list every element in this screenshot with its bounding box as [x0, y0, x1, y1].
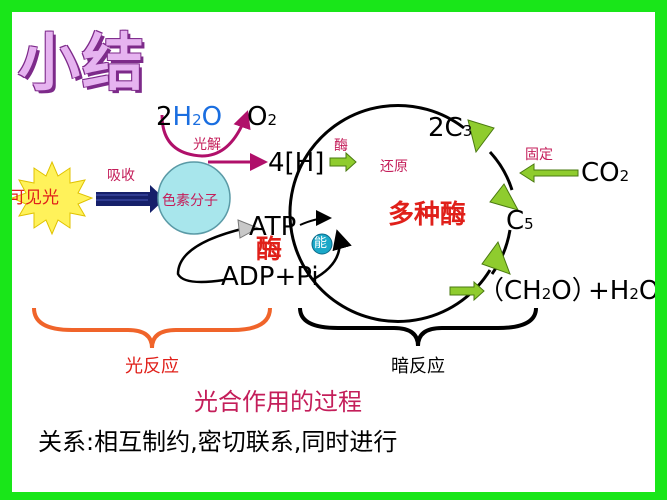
- many-enzymes-label: 多种酶: [388, 200, 467, 230]
- oxygen-label: O2: [247, 104, 277, 130]
- ch2o-open: （CH: [478, 276, 542, 306]
- ch2o-output-arrow: [449, 280, 485, 302]
- c3-main: 2C: [428, 113, 463, 143]
- absorb-label: 吸收: [107, 168, 135, 184]
- slide-panel: 小结 2H2O O2 光解 4[H] 吸收 可见光 色素分子 ATP 酶 ADP…: [12, 12, 655, 492]
- c3-subscript: 3: [462, 122, 473, 140]
- hydrogen-label: 4[H]: [268, 148, 325, 178]
- ch2o-close: O）: [551, 276, 598, 306]
- energy-badge: 能: [314, 236, 328, 251]
- process-title: 光合作用的过程: [194, 388, 362, 416]
- relation-text: 关系:相互制约,密切联系,同时进行: [38, 428, 398, 456]
- calvin-lower-arc: [490, 229, 512, 275]
- c5-label: C5: [506, 208, 534, 234]
- h2o-subscript: 2: [629, 285, 639, 303]
- oxygen-main: O: [247, 102, 268, 132]
- c5-main: C: [506, 206, 525, 236]
- dark-reaction-brace: [298, 307, 538, 347]
- co2-main: CO: [581, 158, 620, 188]
- dark-enzyme-small-label: 酶: [334, 138, 348, 154]
- c5-subscript: 5: [524, 215, 534, 233]
- carbohydrate-label: （CH2O）: [478, 278, 598, 304]
- light-reaction-brace: [32, 307, 272, 349]
- co2-subscript: 2: [619, 167, 630, 185]
- ch2o-arrowhead: [481, 240, 511, 275]
- photolysis-arrow: [160, 110, 251, 158]
- photolysis-label: 光解: [193, 137, 221, 153]
- co2-label: CO2: [581, 160, 629, 186]
- adp-label: ADP+Pi: [221, 262, 319, 292]
- pigment-circle: [157, 161, 231, 235]
- water-o: O: [201, 102, 223, 132]
- fixation-label: 固定: [525, 147, 553, 163]
- atp-arrowhead: [237, 219, 260, 239]
- sun-burst: [12, 160, 94, 236]
- co2-fixation-arrow: [519, 163, 579, 183]
- reduction-label: 还原: [380, 159, 408, 175]
- atp-label: ATP: [249, 212, 297, 242]
- visible-light-label: 可见光: [12, 188, 59, 208]
- water-label: 2H2O: [156, 104, 222, 130]
- atp-to-cycle-arrow: [299, 210, 332, 227]
- energy-badge-circle: [311, 233, 333, 255]
- h2o-o: O: [638, 276, 655, 306]
- hydrogen-green-arrow: [329, 151, 357, 173]
- dark-reaction-label: 暗反应: [391, 356, 445, 377]
- adp-return-arc: [311, 229, 352, 282]
- c3-label: 2C3: [428, 115, 472, 141]
- calvin-cycle-arc: [288, 104, 492, 323]
- absorb-arrow: [96, 185, 165, 213]
- calvin-right-arc: [488, 150, 514, 191]
- oxygen-subscript: 2: [267, 111, 278, 129]
- c5-arrowhead: [489, 183, 520, 211]
- water-product-label: +H2O: [588, 278, 655, 304]
- ch2o-subscript: 2: [541, 285, 552, 303]
- pigment-label: 色素分子: [162, 193, 218, 209]
- slide-title: 小结: [18, 26, 147, 99]
- light-enzyme-label: 酶: [256, 235, 283, 265]
- light-reaction-label: 光反应: [125, 356, 179, 377]
- h2o-plus: +H: [588, 276, 630, 306]
- water-subscript: 2: [192, 111, 202, 129]
- atp-cycle-outer: [176, 226, 247, 284]
- water-h: H: [172, 102, 193, 132]
- photosynthesis-diagram: [12, 104, 579, 349]
- c3-arrowhead: [467, 119, 495, 154]
- water-coefficient: 2: [156, 102, 173, 132]
